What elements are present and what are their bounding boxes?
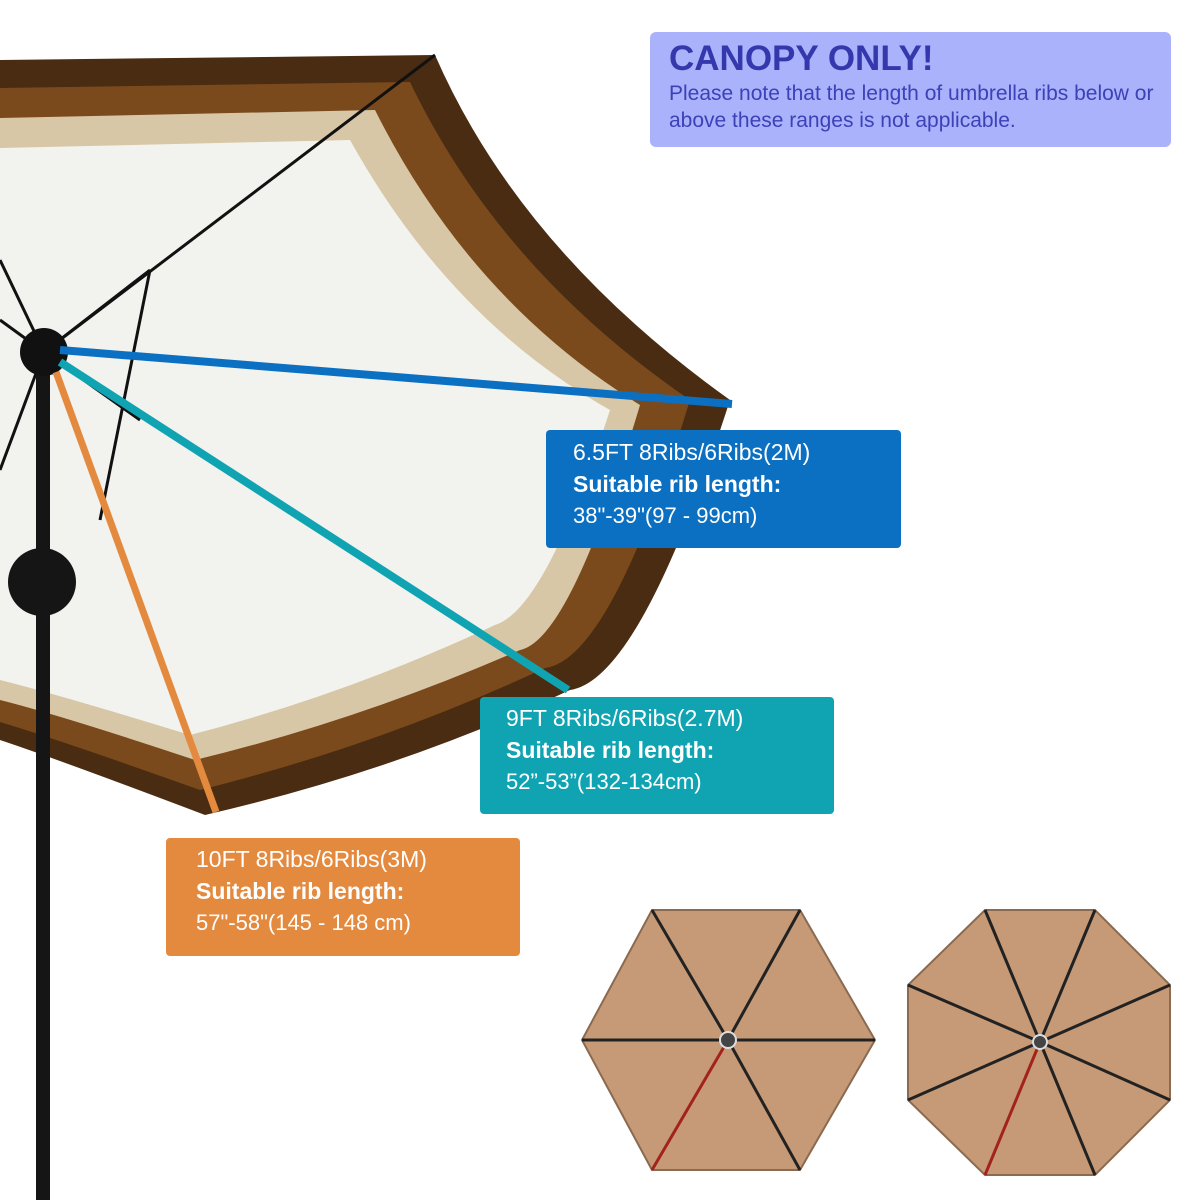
size-range: 57"-58"(145 - 148 cm): [196, 910, 411, 935]
main-canopy: [0, 55, 730, 815]
size-subtitle: Suitable rib length:: [196, 878, 405, 904]
size-range: 52”-53”(132-134cm): [506, 769, 702, 794]
size-title: 6.5FT 8Ribs/6Ribs(2M): [573, 439, 811, 465]
top-hub: [20, 328, 68, 376]
rib-line-teal: [57, 358, 571, 694]
size-title: 9FT 8Ribs/6Ribs(2.7M): [506, 705, 744, 731]
size-label-6-5ft: 6.5FT 8Ribs/6Ribs(2M) Suitable rib lengt…: [546, 430, 901, 548]
size-subtitle: Suitable rib length:: [573, 471, 782, 497]
umbrella-pole: [36, 352, 50, 1200]
size-label-10ft: 10FT 8Ribs/6Ribs(3M) Suitable rib length…: [166, 838, 520, 956]
notice-title: CANOPY ONLY!: [669, 39, 934, 78]
size-subtitle: Suitable rib length:: [506, 737, 715, 763]
rib-line-blue: [59, 346, 733, 408]
thumbnail-6-rib: [580, 909, 877, 1171]
notice-text: Please note that the length of umbrella …: [669, 82, 1154, 132]
size-range: 38"-39"(97 - 99cm): [573, 503, 758, 528]
runner-hub: [8, 548, 76, 616]
canopy-only-notice: CANOPY ONLY! Please note that the length…: [650, 32, 1171, 147]
size-label-9ft: 9FT 8Ribs/6Ribs(2.7M) Suitable rib lengt…: [480, 697, 834, 814]
rib-line-orange: [52, 370, 220, 814]
thumbnail-8-rib: [907, 909, 1171, 1176]
size-title: 10FT 8Ribs/6Ribs(3M): [196, 846, 427, 872]
